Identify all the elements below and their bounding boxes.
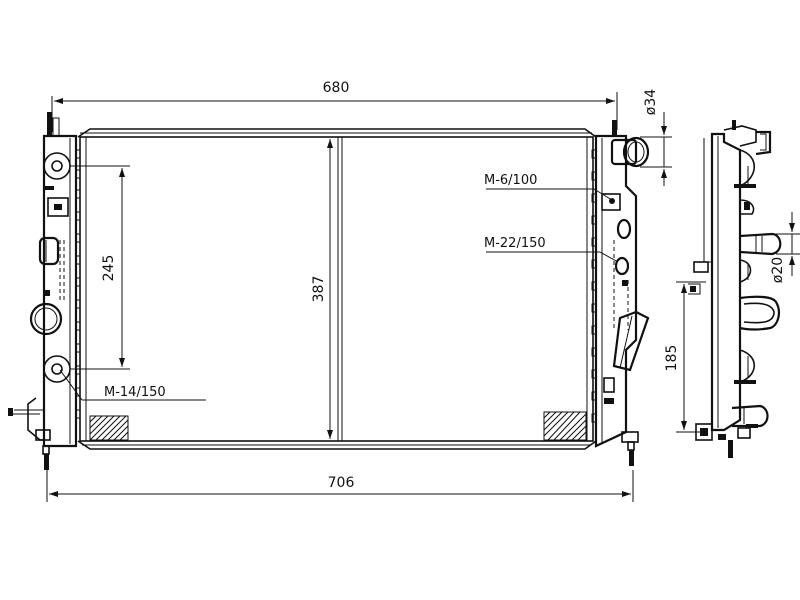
callout-label-m14: M-14/150 <box>104 385 166 400</box>
radiator-core <box>77 128 597 450</box>
dimension-label-185: 185 <box>664 345 680 372</box>
fin-hatch-right <box>543 411 587 441</box>
callout-m14: M-14/150 <box>59 369 206 401</box>
callout-label-m6: M-6/100 <box>484 173 537 188</box>
dimension-label-680: 680 <box>323 80 350 96</box>
dimension-387: 387 <box>311 139 333 439</box>
dimension-label-245: 245 <box>101 255 117 282</box>
dimension-d34: ø34 <box>640 89 672 186</box>
dimension-185: 185 <box>664 281 706 433</box>
dimension-680: 680 <box>51 80 618 132</box>
fin-hatch-left <box>89 415 129 441</box>
callout-m6: M-6/100 <box>484 173 613 201</box>
dimension-label-706: 706 <box>328 475 355 491</box>
dimension-245: 245 <box>70 165 130 370</box>
callout-m22: M-22/150 <box>484 236 619 263</box>
dimension-label-d34: ø34 <box>643 89 659 115</box>
left-side-tank <box>8 112 81 470</box>
right-side-tank <box>591 120 650 466</box>
dimension-706: 706 <box>46 470 634 502</box>
callout-label-m22: M-22/150 <box>484 236 546 251</box>
dimension-d20: ø20 <box>770 212 800 283</box>
dimension-label-d20: ø20 <box>770 257 786 283</box>
side-view <box>688 120 782 458</box>
dimension-label-387: 387 <box>311 276 327 303</box>
